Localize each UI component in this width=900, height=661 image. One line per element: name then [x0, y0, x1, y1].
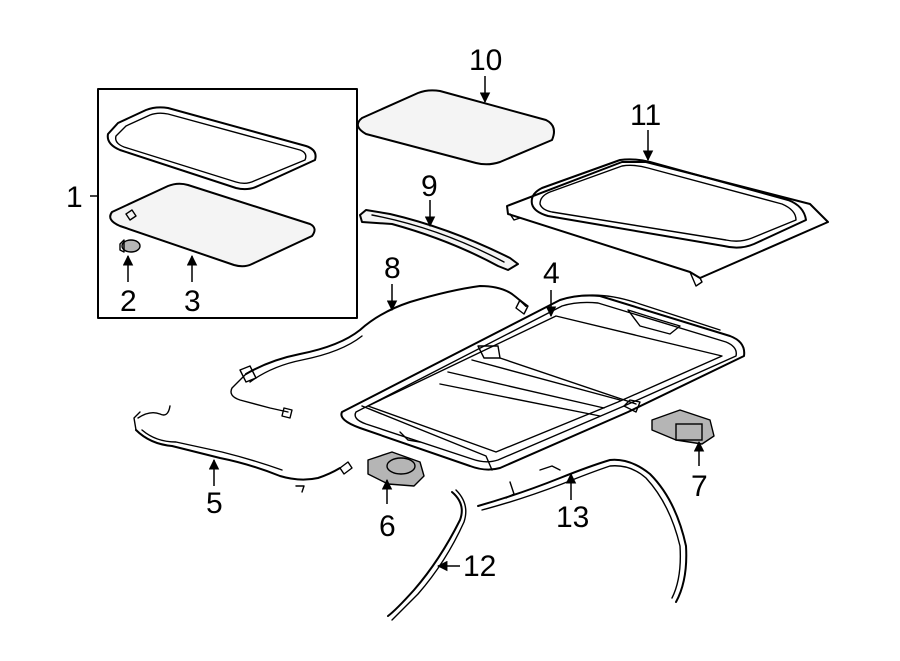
callout-12: 12: [463, 550, 496, 583]
callout-10: 10: [469, 44, 502, 77]
part-9-deflector: [359, 209, 519, 271]
callout-5: 5: [206, 487, 223, 520]
callout-6: 6: [379, 510, 396, 543]
callout-3: 3: [184, 285, 201, 318]
part-5-hose: [133, 405, 353, 493]
part-6-motor: [367, 451, 425, 487]
callout-13: 13: [556, 501, 589, 534]
part-4-frame-assembly: [340, 294, 746, 471]
kit-box: [97, 88, 358, 319]
glass-panel: [109, 182, 316, 268]
callout-9: 9: [421, 170, 438, 203]
bolt: [119, 239, 141, 253]
glass-kit-group: [97, 88, 358, 319]
callout-1: 1: [66, 181, 83, 214]
leader-lines: [90, 76, 705, 572]
callout-4: 4: [543, 257, 560, 290]
part-13-hose: [477, 458, 688, 603]
part-12-hose: [387, 489, 467, 621]
part-8-drain-hose: [230, 285, 529, 419]
callout-11: 11: [630, 99, 661, 132]
glass-seal: [106, 106, 317, 191]
callout-8: 8: [384, 252, 401, 285]
part-11-frame: [506, 158, 829, 287]
part-10-panel: [356, 89, 555, 166]
callout-7: 7: [691, 470, 708, 503]
part-7-module: [651, 409, 715, 445]
callout-2: 2: [120, 285, 137, 318]
callout-labels: 1 2 3 4 5 6 7 8 9 10 11 12 13: [66, 44, 708, 583]
